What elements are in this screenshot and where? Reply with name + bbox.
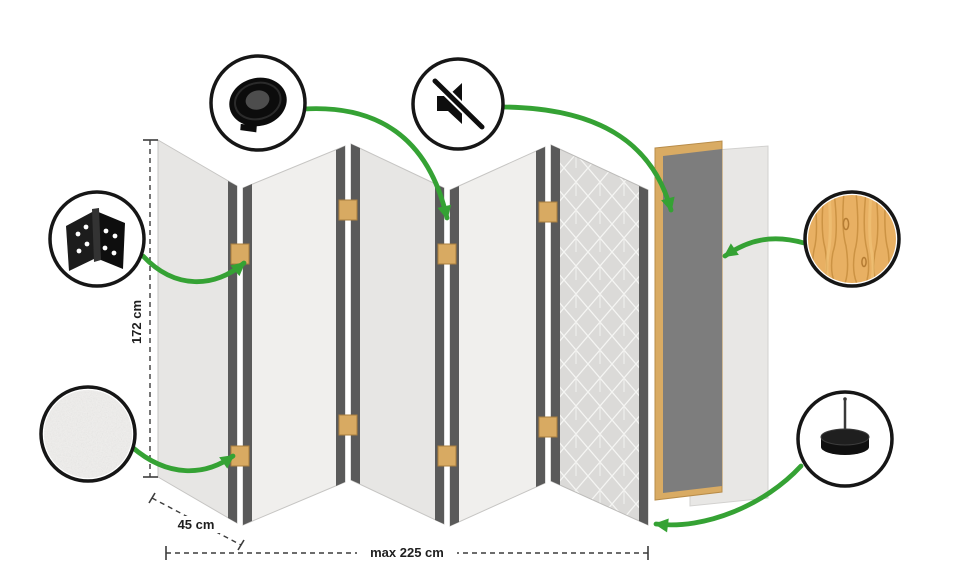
feltpad-callout: [796, 390, 894, 488]
hinge-block: [538, 416, 558, 438]
fabric-callout: [39, 385, 137, 483]
arrow-wood-to-frame: [722, 236, 807, 259]
patterned-panel: [550, 144, 649, 526]
wood-callout: [803, 190, 901, 288]
arrow-hinge-to-screen: [140, 253, 247, 285]
felt-pad-icon: [820, 397, 870, 455]
tape-callout: [209, 54, 307, 152]
panel-width-dimension-label: 45 cm: [178, 517, 215, 532]
dimension-labels: 172 cm 45 cm max 225 cm: [129, 300, 457, 561]
arrow-fabric-to-screen: [129, 444, 236, 474]
panel-4: [449, 146, 546, 527]
tape-roll-icon: [229, 77, 287, 133]
mute-callout: [411, 57, 505, 151]
callout-arrows: [129, 104, 807, 533]
panel-2: [242, 145, 346, 526]
arrow-tape-to-screen: [301, 106, 452, 221]
dimensions: [143, 139, 649, 560]
hinge-block: [338, 414, 358, 436]
hinge-block: [338, 199, 358, 221]
hinge-block: [538, 201, 558, 223]
framed-acoustic-panel: [654, 140, 723, 501]
panel-1: [157, 139, 238, 524]
wooden-hinges: [230, 199, 558, 467]
max-width-dimension-label: max 225 cm: [370, 545, 444, 560]
hinge-icon: [66, 208, 125, 271]
fabric-texture-swatch: [44, 390, 132, 478]
hinge-block: [437, 445, 457, 467]
sound-off-icon: [428, 74, 489, 134]
panel-width-dimension-line: [151, 497, 242, 546]
hinge-callout: [48, 190, 146, 288]
hinge-block: [437, 243, 457, 265]
acoustic-core: [663, 149, 722, 493]
panel-3: [350, 143, 445, 525]
height-dimension-label: 172 cm: [129, 300, 144, 344]
hinge-block: [230, 243, 250, 265]
callouts: [39, 54, 901, 488]
arrow-feltpad-to-base: [653, 463, 804, 533]
folding-screen: [157, 139, 558, 527]
arrow-mute-to-panel: [500, 104, 675, 213]
